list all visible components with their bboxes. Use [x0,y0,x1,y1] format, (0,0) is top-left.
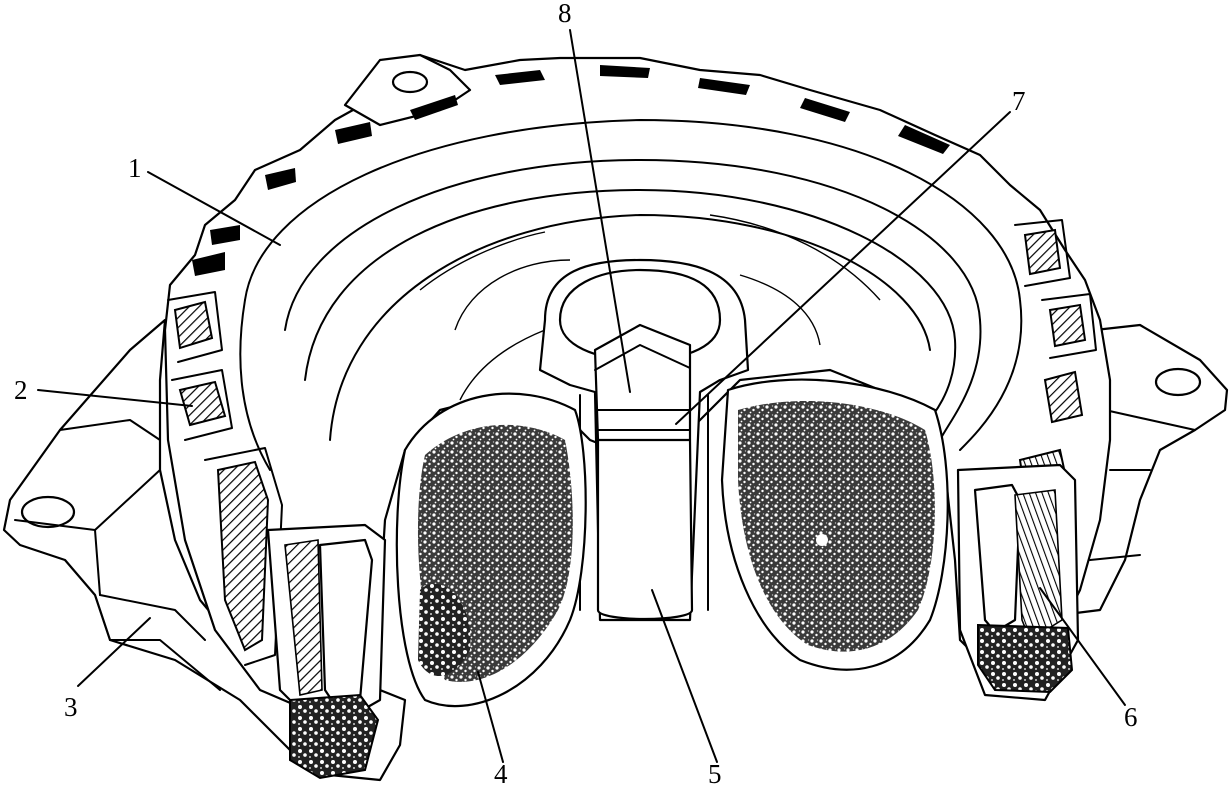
callout-3: 3 [64,692,78,722]
callout-1: 1 [128,153,142,183]
leader-2 [37,389,193,407]
callout-labels: 1 2 3 4 5 6 7 8 [14,0,1138,789]
callout-4: 4 [494,759,508,789]
hex-bolt-head [593,323,692,452]
leader-8 [569,29,631,393]
leader-lines [37,29,1126,763]
inner-dish [239,119,1023,471]
callout-7: 7 [1012,86,1026,116]
left-bolt-hole [20,495,76,529]
shaft [596,438,694,621]
rim-vents [192,65,950,276]
callout-6: 6 [1124,702,1138,732]
callout-2: 2 [14,375,28,405]
callout-8: 8 [558,0,572,28]
leader-7 [675,111,1011,425]
side-coils [266,463,1080,780]
center-hub [538,258,750,622]
leader-6 [1039,587,1126,706]
stipple-masses [395,378,949,708]
leader-4 [477,671,504,763]
leader-1 [147,171,281,246]
leader-3 [77,617,151,687]
top-bolt-hole [391,70,429,94]
right-bolt-hole [1154,367,1202,397]
callout-5: 5 [708,759,722,789]
leader-5 [651,589,718,763]
